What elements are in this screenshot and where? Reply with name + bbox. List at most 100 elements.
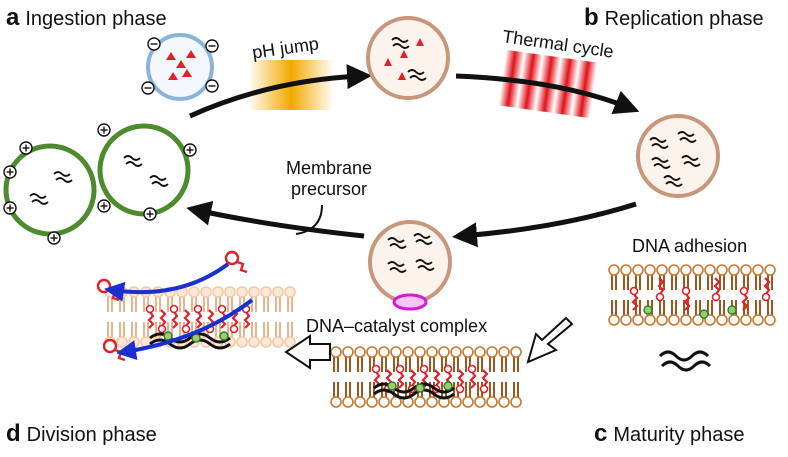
catalyst-icon <box>145 304 155 329</box>
minus-charge-icon <box>141 81 155 95</box>
catalyst-icon <box>169 304 179 329</box>
lipid-molecule <box>462 382 474 408</box>
hollow-arrow-maturity <box>526 316 574 364</box>
minus-charges <box>141 37 219 95</box>
minus-charge-icon <box>205 39 219 53</box>
lipid-molecule <box>474 346 486 372</box>
vesicle-after-thermal-cycle <box>636 114 720 198</box>
membrane-dna-adhesion <box>608 264 776 326</box>
plus-charge-icon <box>143 207 157 221</box>
lipid-molecule <box>354 382 366 408</box>
arrow-to-ingestion <box>186 200 365 239</box>
arrow-to-complex-vesicle <box>452 201 637 248</box>
catalyst-icon <box>681 286 691 311</box>
green-vesicle-left <box>3 143 97 237</box>
plus-charges <box>3 123 197 245</box>
lipid-molecule <box>716 264 728 290</box>
catalyst-icon <box>415 383 425 393</box>
lipid-molecule <box>692 264 704 290</box>
catalyst-icon <box>727 305 737 315</box>
lipid-molecule <box>402 346 414 372</box>
lipid-molecule <box>402 382 414 408</box>
plus-charge-icon <box>183 143 197 157</box>
dna-strand-icon <box>373 388 455 400</box>
lipid-molecule <box>236 322 248 348</box>
lipid-molecule <box>668 300 680 326</box>
catalyst-icon <box>387 381 397 391</box>
lipid-molecule <box>620 300 632 326</box>
lipid-molecule <box>128 322 140 348</box>
lipid-molecule <box>486 382 498 408</box>
lipid-molecule <box>692 300 704 326</box>
phase-b-name: Replication phase <box>604 8 764 30</box>
lipid-molecule <box>656 300 668 326</box>
plus-charge-icon <box>47 231 61 245</box>
phase-c-letter: c <box>594 420 608 447</box>
plus-charge-icon <box>97 123 111 137</box>
lipid-molecule <box>752 264 764 290</box>
lipid-molecule <box>450 346 462 372</box>
blue-arrow-upper <box>104 262 230 302</box>
phase-d-name: Division phase <box>26 424 157 446</box>
arrow-replication-to-growth <box>455 73 640 115</box>
lipid-molecule <box>378 346 390 372</box>
lipid-molecule <box>668 264 680 290</box>
catalyst-icon <box>699 309 709 319</box>
lipid-molecule <box>354 346 366 372</box>
lipid-molecule <box>740 264 752 290</box>
catalyst-icon <box>739 286 749 311</box>
minus-charge-icon <box>205 79 219 93</box>
catalyst-icon <box>224 250 248 274</box>
lipid-molecule <box>200 286 212 312</box>
catalyst-icon <box>163 331 173 341</box>
lipid-molecule <box>608 264 620 290</box>
lipid-molecule <box>438 346 450 372</box>
membrane-dna-catalyst-complex <box>330 346 522 408</box>
phase-a-letter: a <box>6 4 20 31</box>
hollow-arrow-division <box>284 334 331 370</box>
lipid-molecule <box>704 300 716 326</box>
catalyst-icon <box>193 304 203 329</box>
lipid-molecule <box>486 346 498 372</box>
plus-charge-icon <box>3 201 17 215</box>
lipid-molecule <box>176 286 188 312</box>
membrane-precursor-line2: precursor <box>290 179 368 199</box>
lipid-molecule <box>140 322 152 348</box>
lipid-molecule <box>342 382 354 408</box>
phase-d-letter: d <box>6 420 21 447</box>
lipid-molecule <box>342 346 354 372</box>
catalyst-icon <box>455 369 465 394</box>
lipid-molecule <box>450 382 462 408</box>
lipid-molecule <box>510 346 522 372</box>
lipid-molecule <box>260 322 272 348</box>
catalyst-icon <box>419 364 429 389</box>
lipid-molecule <box>116 322 128 348</box>
lipid-molecule <box>498 382 510 408</box>
membrane-precursor-label: Membrane precursor <box>284 158 374 200</box>
catalyst-icon <box>643 305 653 315</box>
plus-charge-icon <box>97 199 111 213</box>
catalyst-icon <box>467 364 477 389</box>
arrow-ingestion-to-replication <box>188 64 372 119</box>
lipid-molecule <box>462 346 474 372</box>
vesicle-after-ph-jump <box>366 16 450 100</box>
lipid-molecule <box>224 286 236 312</box>
catalyst-icon <box>629 286 639 311</box>
catalyst-icon <box>711 277 721 302</box>
catalyst-icon <box>443 381 453 391</box>
lipid-molecule <box>704 264 716 290</box>
dna-strand-icon <box>149 338 231 350</box>
vesicle-with-complex <box>368 220 452 311</box>
lipid-molecule <box>474 382 486 408</box>
lipid-molecule <box>716 300 728 326</box>
membrane-precursor-pointer <box>295 204 323 235</box>
lipid-molecule <box>680 264 692 290</box>
lipid-molecule <box>330 382 342 408</box>
lipid-molecule <box>608 300 620 326</box>
catalyst-icon <box>761 277 771 302</box>
